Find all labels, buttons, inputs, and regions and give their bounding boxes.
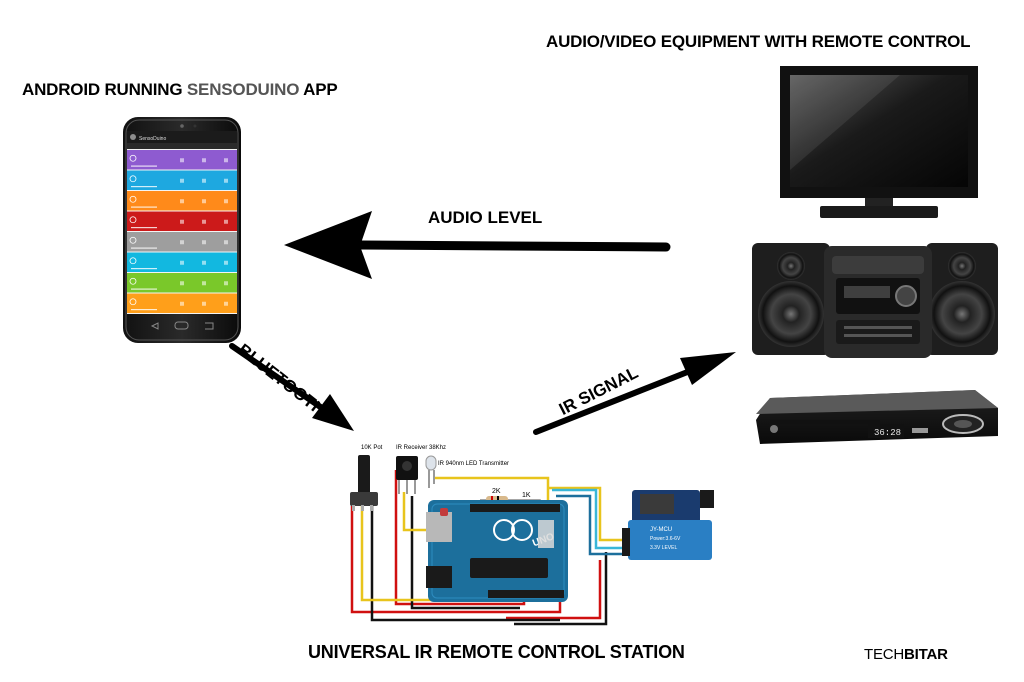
sensor-label-line	[131, 165, 157, 167]
sensor-checkbox	[180, 301, 184, 306]
potentiometer: 10K Pot	[350, 445, 383, 511]
pot-label: 10K Pot	[361, 445, 383, 451]
android-title: ANDROID RUNNING SENSODUINO APP	[22, 80, 338, 100]
bt-carrier-board	[628, 520, 712, 560]
ir-led-label: IR 940nm LED Transmitter	[438, 461, 509, 467]
ir-receiver-label: IR Receiver 38Khz	[396, 445, 446, 451]
phone-speaker	[180, 124, 184, 128]
resistor-2k-label: 2K	[492, 488, 501, 495]
sensor-checkbox	[180, 240, 184, 245]
television	[780, 66, 978, 218]
sensor-label-line	[131, 268, 157, 270]
right-woofer	[929, 281, 995, 347]
sensor-label-line	[131, 288, 157, 290]
android-title-app: SENSODUINO	[186, 80, 300, 99]
android-title-suffix: APP	[299, 80, 338, 99]
sensor-checkbox	[202, 281, 206, 286]
sensor-checkbox	[224, 178, 228, 183]
bt-module-power: Power:3.6-6V	[650, 536, 681, 542]
sensor-label-line	[131, 186, 157, 188]
sensor-icon	[129, 195, 137, 203]
phone-nav-buttons	[150, 321, 214, 330]
sensor-checkbox	[180, 281, 184, 286]
sensor-checkbox	[224, 219, 228, 224]
sensor-icon	[129, 277, 137, 285]
usb-port	[912, 428, 928, 433]
right-tweeter	[948, 252, 976, 280]
left-woofer	[758, 281, 824, 347]
sensor-label-line	[131, 206, 157, 208]
phone-app-title: SensoDuino	[139, 136, 166, 142]
volume-knob	[895, 285, 917, 307]
ir-signal-arrow	[533, 352, 736, 435]
sensor-checkbox	[202, 219, 206, 224]
sensor-icon	[129, 298, 137, 306]
sensor-checkbox	[180, 219, 184, 224]
sensor-checkbox	[202, 158, 206, 163]
sensor-checkbox	[224, 158, 228, 163]
audio-level-label: AUDIO LEVEL	[428, 208, 543, 227]
bluetooth-arrow	[229, 343, 354, 431]
ir-receiver: IR Receiver 38Khz	[396, 445, 446, 494]
sensor-checkbox	[202, 240, 206, 245]
sensor-label-line	[131, 247, 157, 249]
sensor-checkbox	[202, 260, 206, 265]
usb-connector	[426, 512, 452, 542]
brand-light: TECH	[864, 646, 905, 663]
sensor-checkbox	[180, 158, 184, 163]
sensor-icon	[129, 236, 137, 244]
phone-action-bar	[127, 131, 237, 143]
sensor-icon	[129, 154, 137, 162]
audio-level-arrow	[284, 211, 671, 279]
sensor-icon	[129, 257, 137, 265]
bluetooth-module: JY-MCU Power:3.6-6V 3.3V LEVEL	[622, 490, 714, 560]
sensor-checkbox	[224, 260, 228, 265]
arduino-logo	[493, 519, 515, 541]
sensor-checkbox	[180, 260, 184, 265]
sensor-checkbox	[202, 178, 206, 183]
sensor-checkbox	[224, 199, 228, 204]
brand-label: TECHBITAR	[864, 646, 948, 663]
sensor-checkbox	[224, 301, 228, 306]
digital-header	[470, 504, 560, 512]
dvd-power-button	[770, 425, 778, 433]
sensor-checkbox	[202, 301, 206, 306]
arduino-uno: UNO	[426, 500, 568, 602]
app-icon	[130, 134, 136, 140]
bt-module-name: JY-MCU	[650, 527, 672, 533]
bt-header-pins	[700, 490, 714, 508]
bt-module-level: 3.3V LEVEL	[650, 545, 677, 551]
sensor-icon	[129, 175, 137, 183]
resistor-1k-label: 1K	[522, 492, 531, 499]
ir-led: IR 940nm LED Transmitter	[425, 455, 509, 488]
sensor-icon	[129, 216, 137, 224]
dvd-display	[868, 424, 904, 438]
station-title: UNIVERSAL IR REMOTE CONTROL STATION	[308, 642, 685, 662]
android-phone: SensoDuino	[123, 117, 241, 343]
power-jack	[426, 566, 452, 588]
phone-camera	[193, 124, 197, 128]
atmega-chip	[470, 558, 548, 578]
sensor-checkbox	[224, 240, 228, 245]
sensor-label-line	[131, 309, 157, 311]
left-tweeter	[777, 252, 805, 280]
sensor-checkbox	[180, 178, 184, 183]
sensor-label-line	[131, 227, 157, 229]
dvd-display-time: 36:28	[874, 428, 901, 438]
sensor-checkbox	[224, 281, 228, 286]
stereo-system	[752, 243, 998, 358]
dvd-player: 36:28	[756, 390, 998, 444]
reset-button	[440, 508, 448, 516]
av-equipment-title: AUDIO/VIDEO EQUIPMENT WITH REMOTE CONTRO…	[546, 32, 971, 51]
android-title-prefix: ANDROID RUNNING	[22, 80, 187, 99]
analog-header	[488, 590, 564, 598]
disc-tray	[770, 420, 880, 424]
sensor-checkbox	[180, 199, 184, 204]
brand-bold: BITAR	[904, 646, 948, 663]
sensor-checkbox	[202, 199, 206, 204]
